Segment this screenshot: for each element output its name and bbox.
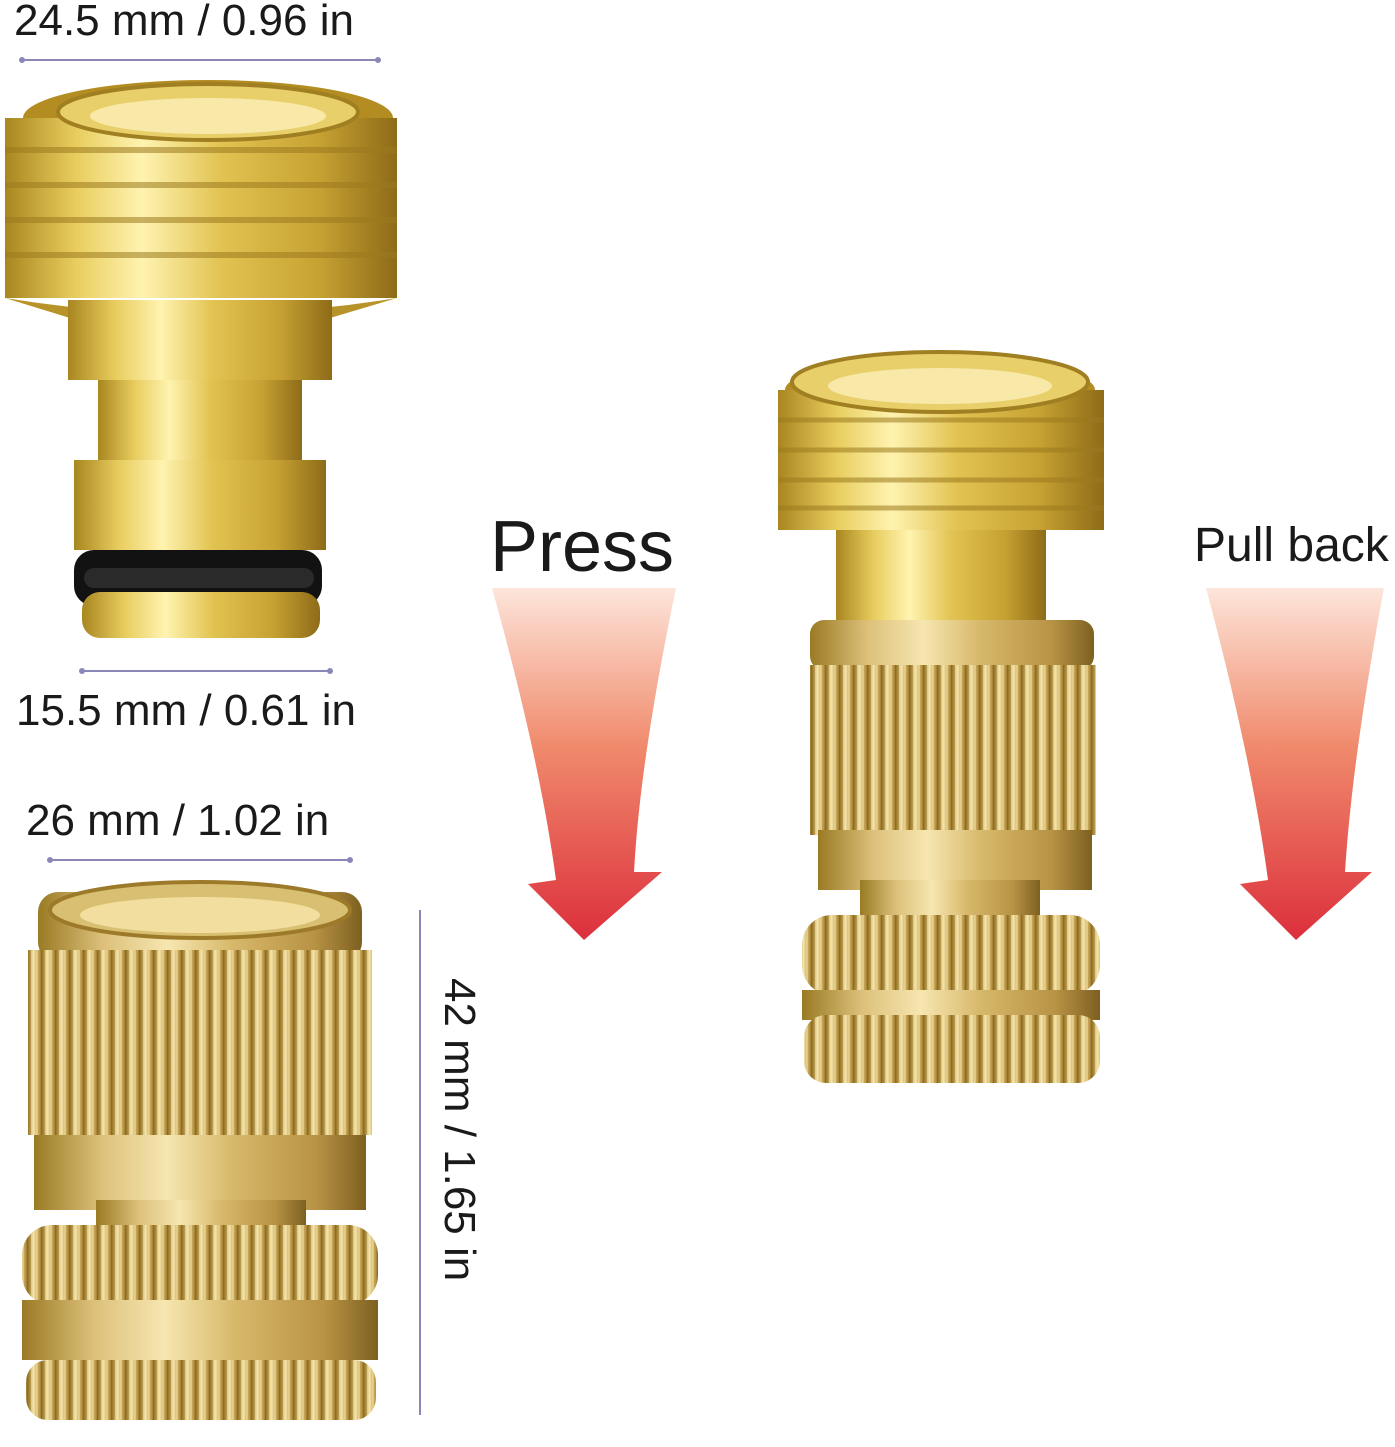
pull-back-arrow (1206, 588, 1384, 940)
press-arrow (492, 588, 676, 940)
assembled-connector (778, 350, 1104, 1083)
male-inner-width-label: 15.5 mm / 0.61 in (16, 686, 356, 735)
pull-back-instruction-label: Pull back (1194, 519, 1389, 572)
female-width-label: 26 mm / 1.02 in (26, 796, 330, 845)
male-connector (5, 80, 397, 638)
female-height-label: 42 mm / 1.65 in (435, 978, 484, 1282)
male-outer-width-label: 24.5 mm / 0.96 in (14, 0, 354, 45)
dimension-lines (19, 57, 421, 1415)
press-instruction-label: Press (490, 507, 675, 587)
female-connector (22, 880, 378, 1420)
